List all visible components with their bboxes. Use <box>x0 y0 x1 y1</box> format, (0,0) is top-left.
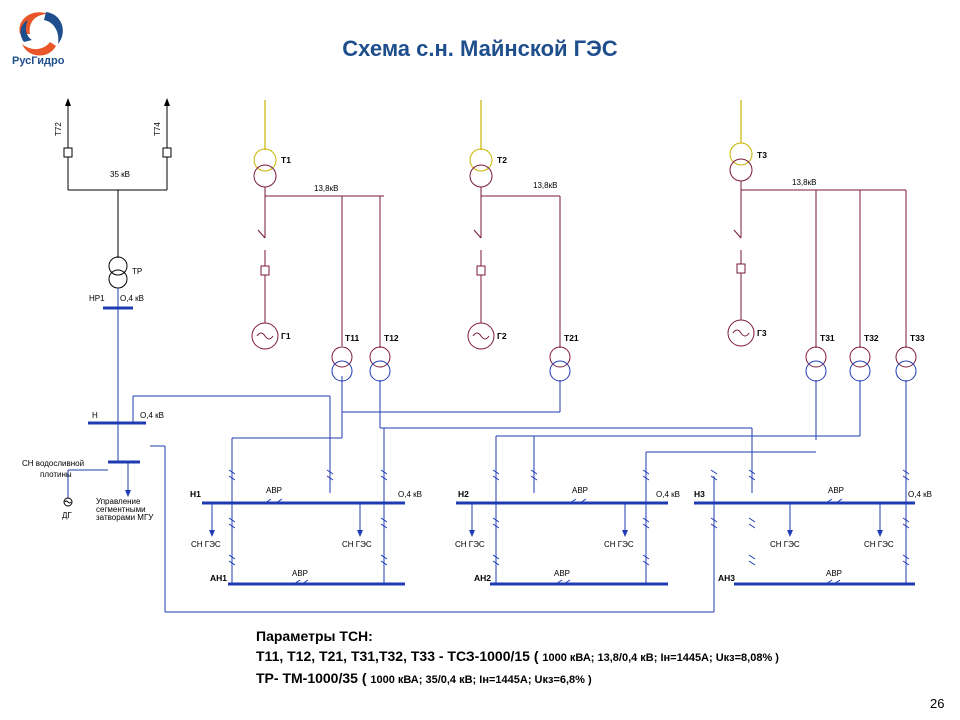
kv35-label: 35 кВ <box>110 170 130 179</box>
sn-ges-3-label: СН ГЭС <box>455 540 485 549</box>
params-line-2: ТР- ТМ-1000/35 ( 1000 кВА; 35/0,4 кВ; Iн… <box>256 668 779 690</box>
h3-label: Н3 <box>694 489 705 499</box>
sn-ges-1-label: СН ГЭС <box>191 540 221 549</box>
kv138-2-label: 13,8кВ <box>533 181 557 190</box>
kv04-h2-label: О,4 кВ <box>656 490 680 499</box>
kv138-3-label: 13,8кВ <box>792 178 816 187</box>
t2-label: Т2 <box>497 155 507 165</box>
sn-ges-4-label: СН ГЭС <box>604 540 634 549</box>
h1-label: Н1 <box>190 489 201 499</box>
t72-label: Т72 <box>54 122 63 136</box>
params-line-2-detail: 1000 кВА; 35/0,4 кВ; Iн=1445А; Uкз=6,8% … <box>370 674 592 686</box>
h2-label: Н2 <box>458 489 469 499</box>
kv04-h1-label: О,4 кВ <box>398 490 422 499</box>
params-line-1-detail: 1000 кВА; 13,8/0,4 кВ; Iн=1445А; Uкз=8,0… <box>542 652 779 664</box>
sn-ges-5-label: СН ГЭС <box>770 540 800 549</box>
g3-label: Г3 <box>757 328 767 338</box>
mgu-label-2: сегментными <box>96 505 146 514</box>
avr-ah3-label: АВР <box>826 569 842 578</box>
mgu-label-1: Управление <box>96 497 141 506</box>
params-heading: Параметры ТСН: <box>256 628 373 644</box>
unit-2 <box>467 100 571 382</box>
g1-label: Г1 <box>281 331 291 341</box>
sn-ges-6-label: СН ГЭС <box>864 540 894 549</box>
diesel-generator-icon <box>63 497 73 507</box>
params-line-2-main: ТР- ТМ-1000/35 ( <box>256 670 371 686</box>
nr1-label: НР1 <box>89 294 105 303</box>
dg-label: ДГ <box>62 511 72 520</box>
ah2-label: АН2 <box>474 573 491 583</box>
unit-3 <box>727 100 917 382</box>
sn-ges-2-label: СН ГЭС <box>342 540 372 549</box>
t1-label: Т1 <box>281 155 291 165</box>
ah3-label: АН3 <box>718 573 735 583</box>
t12-label: Т12 <box>384 333 399 343</box>
params-line-1-main: Т11, Т12, Т21, Т31,Т32, Т33 - ТСЗ-1000/1… <box>256 648 543 664</box>
g2-label: Г2 <box>497 331 507 341</box>
sn-dam-label-2: плотины <box>40 470 72 479</box>
n-label: Н <box>92 411 98 420</box>
params-line-1: Т11, Т12, Т21, Т31,Т32, Т33 - ТСЗ-1000/1… <box>256 646 779 668</box>
t74-label: Т74 <box>153 122 162 136</box>
kv04-h3-label: О,4 кВ <box>908 490 932 499</box>
logo-swirl-icon <box>19 12 63 56</box>
t21-label: Т21 <box>564 333 579 343</box>
ah1-label: АН1 <box>210 573 227 583</box>
logo-text: РусГидро <box>12 55 65 67</box>
load-arrows <box>125 490 883 537</box>
t11-label: Т11 <box>345 333 359 343</box>
aux-network-blue <box>67 288 915 613</box>
avr-h2-label: АВР <box>572 486 588 495</box>
kv138-1-label: 13,8кВ <box>314 184 338 193</box>
page-number: 26 <box>930 696 945 711</box>
t32-label: Т32 <box>864 333 879 343</box>
rushydro-logo <box>19 12 63 56</box>
avr-ah1-label: АВР <box>292 569 308 578</box>
avr-ah2-label: АВР <box>554 569 570 578</box>
kv04-n-label: О,4 кВ <box>140 411 164 420</box>
unit-1 <box>251 100 391 382</box>
t31-label: Т31 <box>820 333 835 343</box>
avr-h3-label: АВР <box>828 486 844 495</box>
mgu-label-3: затворами МГУ <box>96 513 154 522</box>
section-35kv <box>63 98 172 289</box>
page-title: Схема с.н. Майнской ГЭС <box>342 36 618 61</box>
t33-label: Т33 <box>910 333 925 343</box>
tr-label: ТР <box>132 267 142 276</box>
kv04-nr1-label: О,4 кВ <box>120 294 144 303</box>
t3-label: Т3 <box>757 150 767 160</box>
tsn-parameters: Параметры ТСН: Т11, Т12, Т21, Т31,Т32, Т… <box>256 626 779 690</box>
avr-h1-label: АВР <box>266 486 282 495</box>
sn-dam-label-1: СН водосливной <box>22 459 84 468</box>
